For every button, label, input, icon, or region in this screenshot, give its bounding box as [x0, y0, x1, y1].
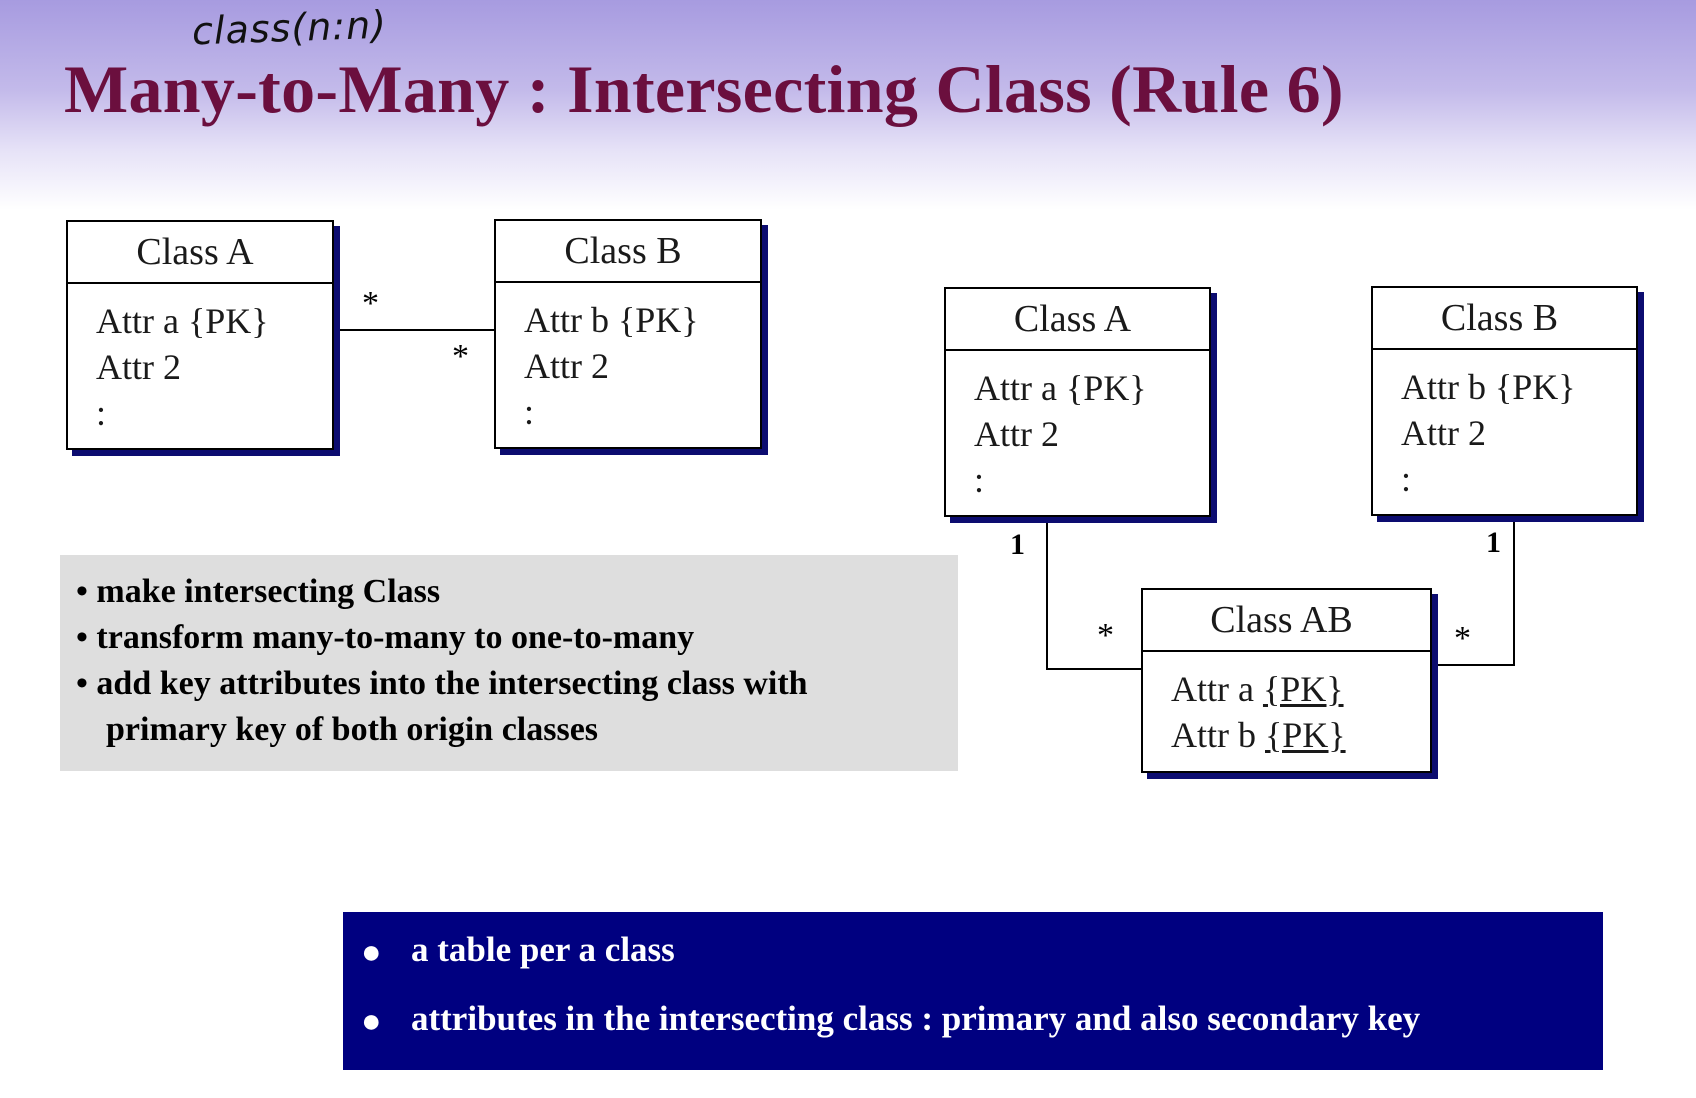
class-name: Class AB — [1143, 590, 1430, 652]
association-line-a-ab — [1046, 521, 1143, 670]
multiplicity-label: * — [1097, 617, 1114, 654]
class-attr: Attr 2 — [96, 347, 181, 387]
note-line: • make intersecting Class — [76, 573, 441, 610]
pk-marker: {PK} — [1265, 715, 1346, 755]
multiplicity-label: * — [362, 285, 379, 322]
pk-marker: {PK} — [1262, 669, 1344, 709]
bullet-icon: ● — [361, 934, 382, 971]
multiplicity-label: * — [452, 338, 469, 375]
class-attr: Attr 2 — [1401, 413, 1486, 453]
summary-box: ● a table per a class ● attributes in th… — [343, 912, 1603, 1070]
class-attr: Attr a {PK} — [974, 368, 1147, 408]
class-attr: Attr b {PK} — [1171, 712, 1430, 758]
class-attr: Attr a {PK} — [96, 301, 269, 341]
right-class-b-box: Class B Attr b {PK} Attr 2 : — [1371, 286, 1638, 516]
association-line-b-ab — [1432, 521, 1515, 666]
multiplicity-label: 1 — [1010, 528, 1025, 561]
class-attr: : — [1401, 459, 1412, 499]
class-attr: : — [524, 392, 535, 432]
class-attr: : — [974, 460, 985, 500]
multiplicity-label: * — [1454, 620, 1471, 657]
note-line: • transform many-to-many to one-to-many — [76, 619, 695, 656]
note-line: primary key of both origin classes — [106, 711, 599, 748]
class-attr: Attr 2 — [974, 414, 1059, 454]
summary-text: attributes in the intersecting class : p… — [411, 999, 1421, 1038]
class-attr: Attr b {PK} — [1401, 367, 1576, 407]
class-attr: Attr a {PK} — [1171, 666, 1430, 712]
class-name: Class A — [68, 222, 332, 284]
summary-item: ● a table per a class — [343, 922, 1603, 991]
class-ab-box: Class AB Attr a {PK} Attr b {PK} — [1141, 588, 1432, 773]
attr-label: Attr a — [1171, 669, 1254, 709]
left-class-a-box: Class A Attr a {PK} Attr 2 : — [66, 220, 334, 450]
note-line: • add key attributes into the intersecti… — [76, 665, 808, 702]
class-attr: : — [96, 393, 107, 433]
class-name: Class B — [496, 221, 760, 283]
class-name: Class A — [946, 289, 1209, 351]
multiplicity-label: 1 — [1486, 526, 1501, 559]
slide-title: Many-to-Many : Intersecting Class (Rule … — [64, 51, 1344, 127]
summary-item: ● attributes in the intersecting class :… — [343, 991, 1603, 1060]
left-class-b-box: Class B Attr b {PK} Attr 2 : — [494, 219, 762, 449]
notes-box: • make intersecting Class • transform ma… — [60, 555, 958, 771]
summary-text: a table per a class — [411, 930, 675, 969]
right-class-a-box: Class A Attr a {PK} Attr 2 : — [944, 287, 1211, 517]
class-attr: Attr b {PK} — [524, 300, 699, 340]
bullet-icon: ● — [361, 1003, 382, 1040]
class-attr: Attr 2 — [524, 346, 609, 386]
attr-label: Attr b — [1171, 715, 1256, 755]
class-name: Class B — [1373, 288, 1636, 350]
